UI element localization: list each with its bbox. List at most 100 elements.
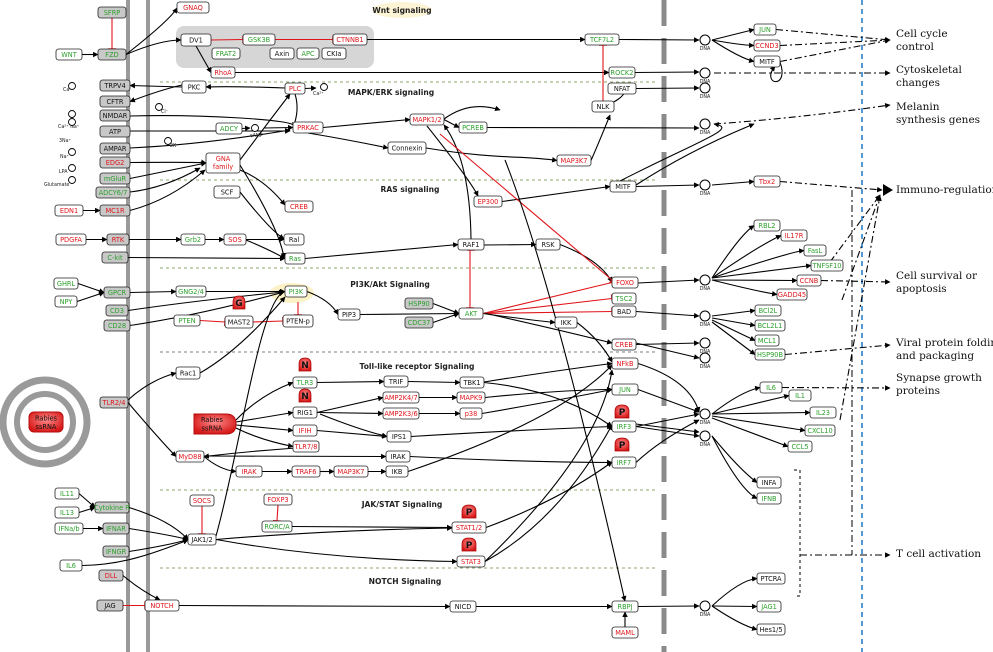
node-ifih[interactable]: IFIH [292,424,318,437]
node-maml[interactable]: MAML [611,626,639,639]
node-irf3[interactable]: IRF3 [611,420,637,433]
node-mitf1[interactable]: MITF [753,55,781,68]
node-ral[interactable]: Ral [283,233,305,246]
node-hsp90[interactable]: HSP90 [404,297,434,310]
node-trpv4[interactable]: TRPV4 [99,79,131,92]
node-trif[interactable]: TRIF [383,375,409,388]
node-jun2[interactable]: JUN [611,383,639,396]
node-ifnb[interactable]: IFNB [756,492,782,505]
node-pi3k[interactable]: PI3K [284,285,308,298]
node-socs[interactable]: SOCS [189,494,215,507]
node-ghrl[interactable]: GHRL [53,277,79,290]
node-mapk9[interactable]: MAPK9 [456,391,486,404]
node-stat12[interactable]: STAT1/2 [451,521,487,534]
node-apc[interactable]: APC [296,47,320,60]
node-rig1[interactable]: RIG1 [292,406,318,419]
node-gng24[interactable]: GNG2/4 [175,285,207,298]
node-adcy[interactable]: ADCY [215,122,243,135]
node-gadd45[interactable]: GADD45 [776,288,808,301]
node-pkc[interactable]: PKC [181,80,207,94]
node-ikb[interactable]: IKB [385,465,409,478]
node-gpcr[interactable]: GPCR [103,286,131,299]
node-tlr3[interactable]: TLR3 [292,376,318,389]
node-ikk[interactable]: IKK [554,316,578,329]
node-notch[interactable]: NOTCH [144,599,180,612]
node-ccnb[interactable]: CCNB [796,274,822,287]
node-jak12[interactable]: JAK1/2 [187,533,217,546]
node-ccl5[interactable]: CCL5 [787,440,813,453]
node-rbpj[interactable]: RBPJ [611,600,639,613]
node-scf[interactable]: SCF [213,185,241,199]
node-ifngr[interactable]: IFNGR [102,545,130,558]
node-ck1a[interactable]: CKIa [321,47,347,60]
node-dll[interactable]: DLL [98,569,124,582]
node-plc[interactable]: PLC [284,82,306,95]
node-mast2[interactable]: MAST2 [224,315,254,329]
node-irak2[interactable]: IRAK [385,450,411,463]
node-nlk[interactable]: NLK [591,100,615,113]
node-irak1[interactable]: IRAK [235,465,263,478]
node-rbl2[interactable]: RBL2 [753,219,781,232]
node-ptcra[interactable]: PTCRA [756,572,786,585]
node-ccnd3[interactable]: CCND3 [753,39,781,52]
node-mitf2[interactable]: MITF [609,180,637,193]
node-ep300[interactable]: EP300 [473,195,503,208]
node-il23[interactable]: IL23 [809,406,837,419]
node-tbk1[interactable]: TBK1 [459,376,485,389]
node-prkac[interactable]: PRKAC [292,121,324,134]
node-rtk[interactable]: RTK [106,233,130,246]
node-nicd[interactable]: NICD [449,600,477,613]
node-bad[interactable]: BAD [611,305,637,318]
node-tcf7l2[interactable]: TCF7L2 [584,33,620,46]
node-fzd[interactable]: FZD [97,48,127,61]
node-rac1[interactable]: Rac1 [175,366,201,380]
node-il13[interactable]: IL13 [54,506,80,519]
node-p38[interactable]: p38 [459,407,483,420]
node-creb2[interactable]: CREB [611,338,637,351]
node-tlr24[interactable]: TLR2/4 [99,396,129,409]
node-rhoa[interactable]: RhoA [210,66,236,79]
node-jag[interactable]: JAG [96,599,124,612]
node-cdc37[interactable]: CDC37 [404,316,434,329]
node-rsk[interactable]: RSK [535,238,561,251]
node-edg2[interactable]: EDG2 [99,156,131,169]
node-ips1[interactable]: IPS1 [386,430,412,443]
node-ifnar[interactable]: IFNAR [102,522,130,535]
node-pip3[interactable]: PIP3 [337,308,361,321]
node-bcl2l1[interactable]: BCL2L1 [754,319,786,332]
node-creb1[interactable]: CREB [284,200,314,213]
node-mcl1[interactable]: MCL1 [754,334,780,347]
node-ctnnb1[interactable]: CTNNB1 [332,33,368,46]
node-pcreb[interactable]: PCREB [458,121,488,134]
node-axin[interactable]: Axin [269,47,295,60]
node-jag1[interactable]: JAG1 [756,600,782,613]
node-il17r[interactable]: IL17R [780,229,808,242]
node-nfat[interactable]: NFAT [607,82,637,95]
node-amp2k47[interactable]: AMP2K4/7 [382,391,420,404]
node-map3k7b[interactable]: MAP3K7 [333,465,369,478]
node-ifnab[interactable]: IFNa/b [54,522,84,535]
node-raf1[interactable]: RAF1 [457,238,485,251]
node-atp[interactable]: ATP [99,125,131,138]
node-il1[interactable]: IL1 [788,389,812,402]
node-infa[interactable]: INFA [756,476,782,489]
node-tlr78[interactable]: TLR7/8 [292,440,320,453]
node-npy[interactable]: NPY [54,295,78,308]
node-ras[interactable]: Ras [284,252,306,265]
node-cd28[interactable]: CD28 [103,319,131,332]
node-traf6[interactable]: TRAF6 [291,465,321,478]
node-foxo[interactable]: FOXO [611,276,639,289]
node-ptenp[interactable]: PTEN-p [282,314,314,328]
node-foxp3[interactable]: FOXP3 [263,493,293,506]
node-gsk3b[interactable]: GSK3B [242,33,276,46]
node-hsp90b[interactable]: HSP90B [754,348,786,361]
node-dv1[interactable]: DV1 [180,33,212,47]
node-akt[interactable]: AKT [458,307,484,320]
node-bcl2l[interactable]: BCl2L [754,304,782,317]
node-pdgfa[interactable]: PDGFA [55,233,87,246]
node-il6b[interactable]: IL6 [59,559,83,572]
node-il11[interactable]: IL11 [54,487,80,500]
node-fasl[interactable]: FasL [803,244,827,257]
node-mglur[interactable]: mGluR [99,172,131,185]
node-map3k7a[interactable]: MAP3K7 [556,154,592,167]
